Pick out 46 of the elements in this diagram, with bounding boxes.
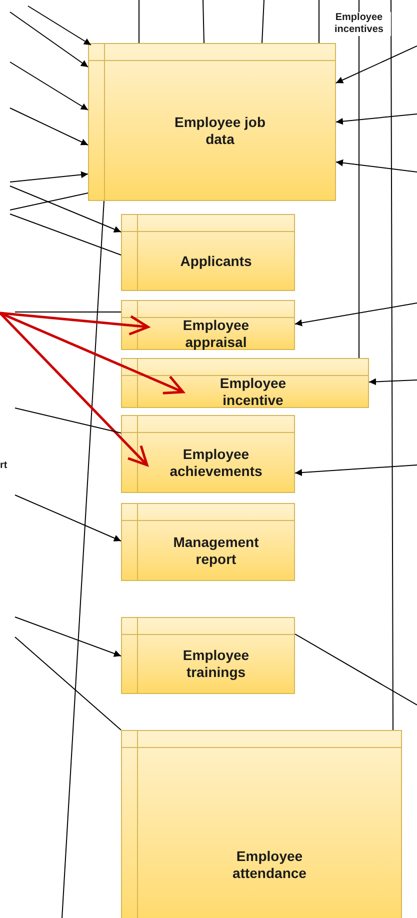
arrow <box>0 312 150 336</box>
arrow <box>14 494 122 542</box>
arrow <box>0 312 184 394</box>
table-name: Employee incentive <box>218 374 288 408</box>
arrow <box>10 12 88 68</box>
connector-line <box>62 200 104 918</box>
arrow <box>336 159 417 172</box>
connector-line <box>14 636 122 730</box>
connector-line <box>10 192 88 210</box>
table-name: Employee achievements <box>168 446 264 480</box>
table-name: Employee job data <box>173 114 267 148</box>
connector-line <box>14 408 122 434</box>
arrow <box>294 302 417 326</box>
table-name: Employee appraisal <box>182 316 250 350</box>
arrow <box>10 62 88 110</box>
arrow <box>368 378 417 386</box>
table-box <box>121 300 295 350</box>
arrow <box>10 171 88 182</box>
arrow <box>28 6 92 46</box>
table-box <box>121 503 295 581</box>
arrow <box>0 312 148 466</box>
table-name: Employee trainings <box>182 647 250 681</box>
arrow <box>294 464 417 476</box>
table-box <box>121 415 295 493</box>
connector-line <box>390 0 394 730</box>
connector-line <box>138 0 140 44</box>
table-box <box>121 358 369 408</box>
arrow <box>14 616 122 657</box>
arrow <box>336 46 417 84</box>
arrow <box>10 186 122 233</box>
table-box <box>88 43 336 201</box>
connector-line <box>262 0 264 44</box>
connector-line <box>318 0 320 44</box>
table-name: Applicants <box>179 252 253 270</box>
connector-line <box>10 214 122 256</box>
arrow <box>336 114 417 125</box>
flow-label: rt <box>0 460 8 472</box>
table-name: Employee attendance <box>232 848 308 882</box>
table-name: Management report <box>172 534 260 568</box>
connector-line <box>294 634 417 706</box>
table-box <box>121 730 402 918</box>
table-box <box>121 617 295 694</box>
table-box <box>121 214 295 291</box>
arrow <box>10 108 88 146</box>
connector-line <box>202 0 204 44</box>
connector-line <box>358 0 360 358</box>
